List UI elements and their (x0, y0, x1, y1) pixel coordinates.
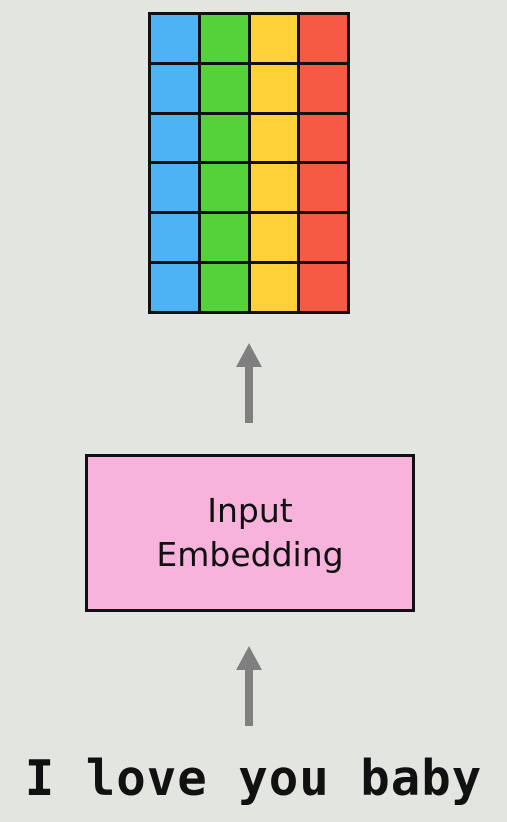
input-embedding-label: Input Embedding (156, 491, 344, 574)
matrix-cell (300, 114, 347, 162)
matrix-cell (250, 264, 298, 311)
matrix-cell (300, 164, 347, 212)
matrix-cell (300, 64, 347, 112)
matrix-cell (250, 15, 298, 62)
matrix-cell (200, 214, 248, 262)
matrix-cell (250, 64, 298, 112)
matrix-cell (300, 264, 347, 311)
matrix-cell (250, 164, 298, 212)
matrix-cell (250, 114, 298, 162)
embedding-matrix (148, 12, 350, 314)
input-embedding-box: Input Embedding (85, 454, 415, 612)
matrix-cell (300, 214, 347, 262)
up-arrow-icon (234, 343, 264, 423)
matrix-cell (151, 164, 198, 212)
matrix-cell (151, 214, 198, 262)
matrix-cell (200, 15, 248, 62)
matrix-cell (250, 214, 298, 262)
matrix-cell (151, 64, 198, 112)
matrix-cell (200, 114, 248, 162)
matrix-cell (200, 264, 248, 311)
matrix-cell (300, 15, 347, 62)
input-sentence: I love you baby (24, 750, 483, 807)
matrix-cell (200, 164, 248, 212)
matrix-cell (151, 264, 198, 311)
matrix-cell (200, 64, 248, 112)
matrix-cell (151, 15, 198, 62)
up-arrow-icon (234, 646, 264, 726)
matrix-cell (151, 114, 198, 162)
